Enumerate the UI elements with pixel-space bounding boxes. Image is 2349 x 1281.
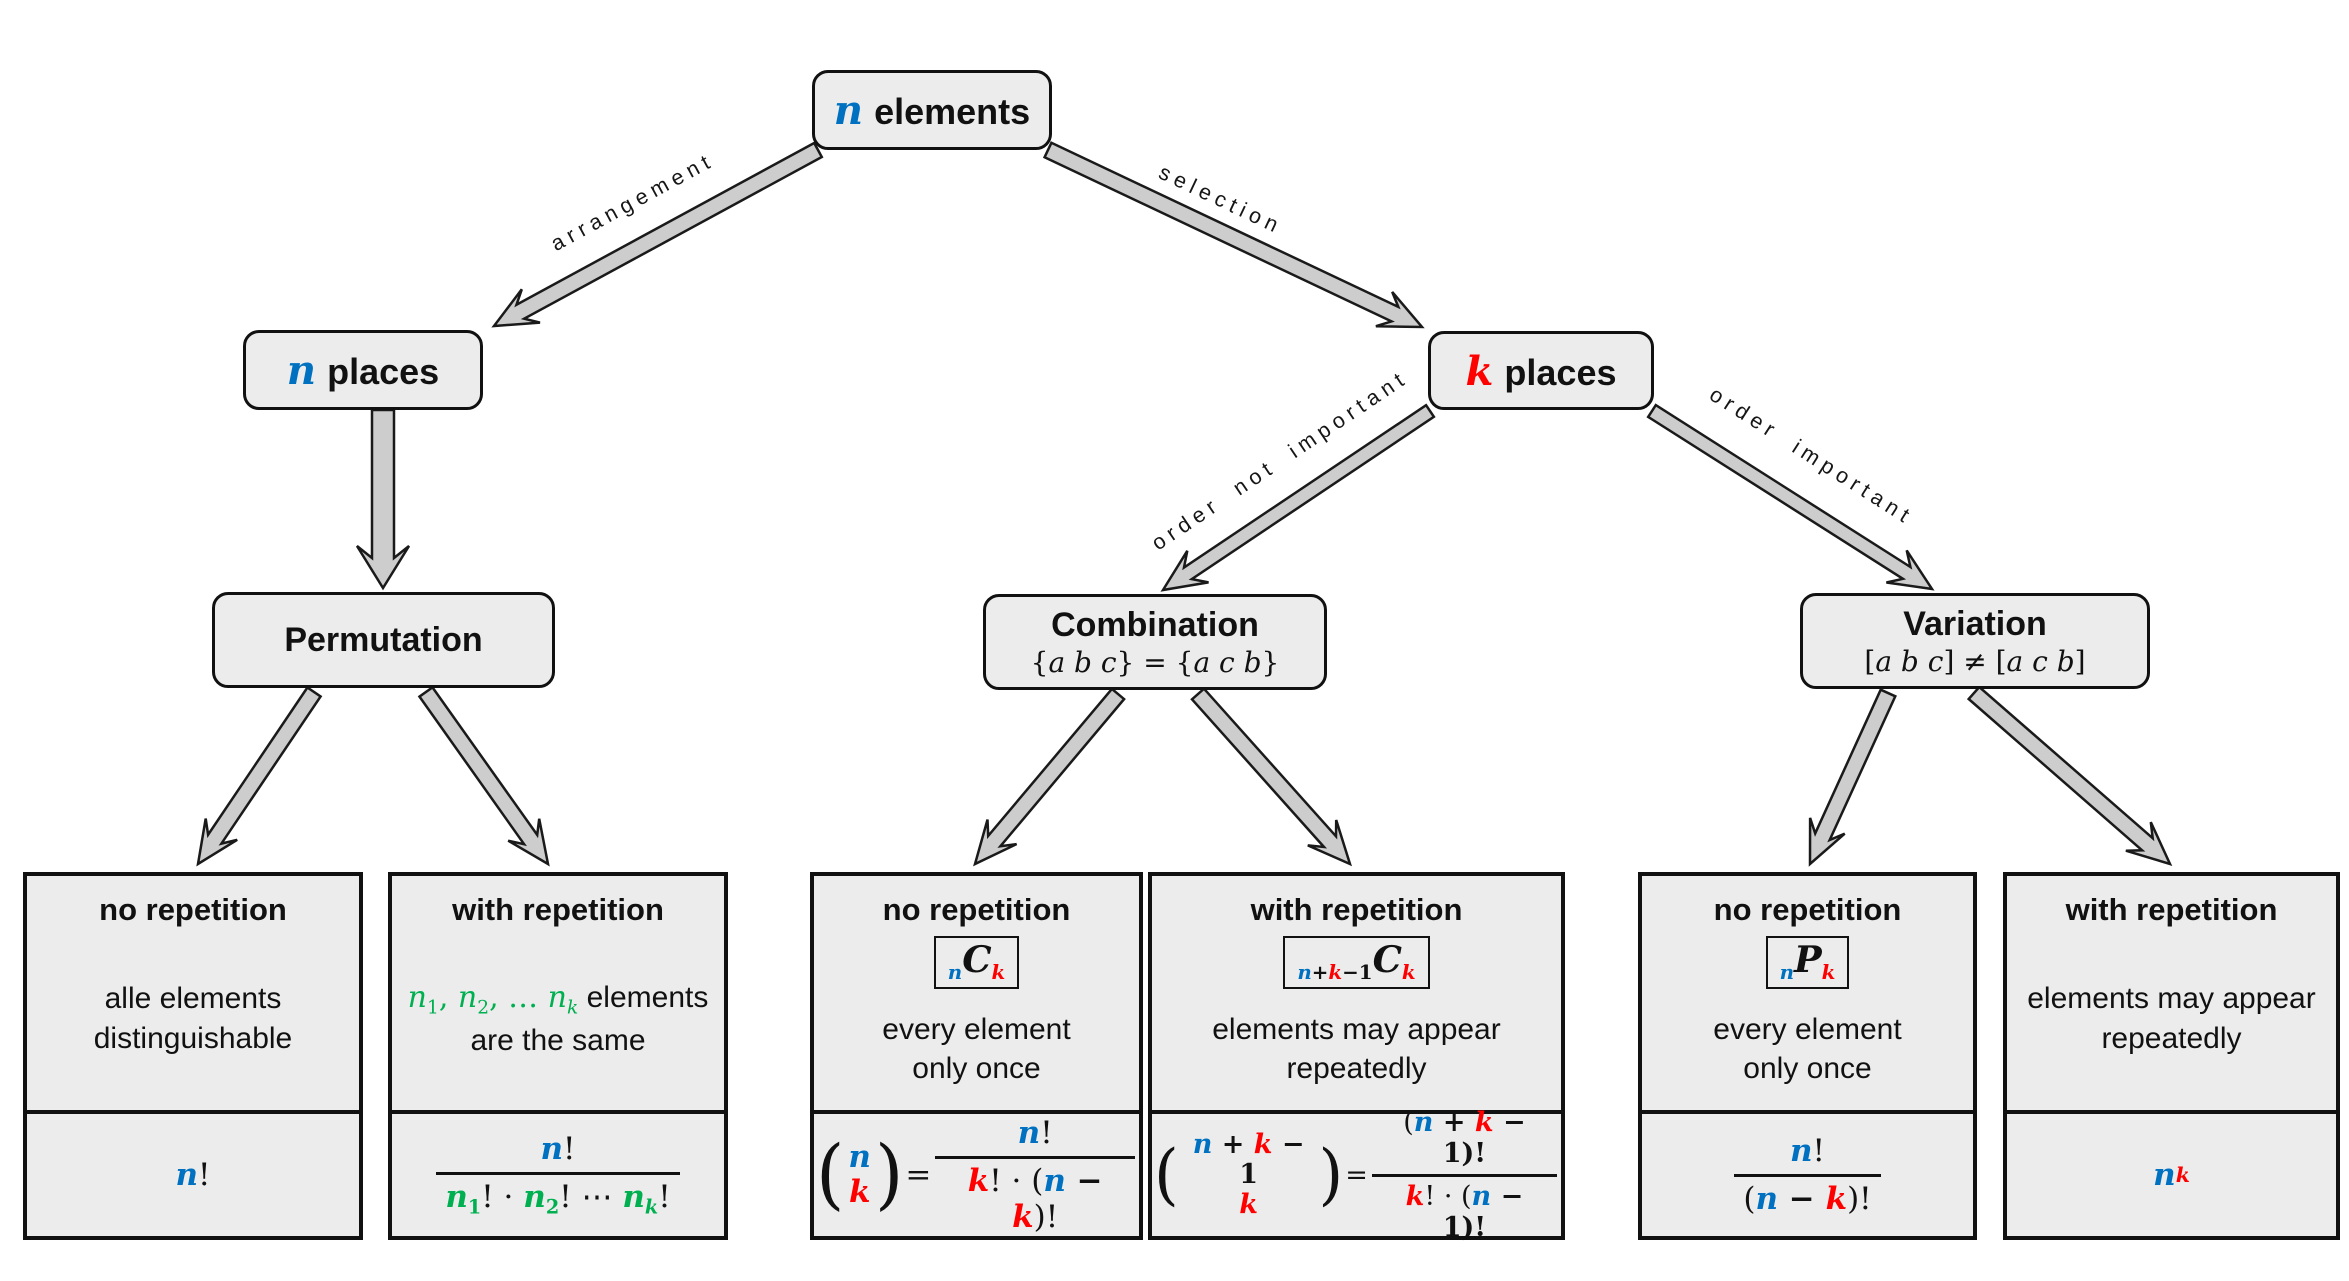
arrow-permutation-to-no-repetition <box>196 685 323 867</box>
node-combination: Combination {a b c} = {a c b} <box>983 594 1327 690</box>
leaf-title: no repetition <box>882 892 1071 927</box>
node-label-text: elements <box>874 91 1031 132</box>
node-permutation-title: Permutation <box>284 620 483 659</box>
arrow-combination-to-no-repetition <box>973 687 1126 867</box>
leaf-symbol-badge: nPk <box>1765 936 1850 989</box>
variable-k: k <box>1465 346 1494 395</box>
node-variation-title: Variation <box>1903 604 2047 643</box>
node-variation: Variation [a b c] ≠ [a c b] <box>1800 593 2150 689</box>
leaf-formula: n!(n − k)! <box>1642 1110 1973 1236</box>
arrow-variation-to-with-repetition <box>1966 685 2173 866</box>
arrow-variation-to-no-repetition <box>1808 688 1897 867</box>
leaf-title: with repetition <box>452 892 664 927</box>
variable-n: n <box>286 346 317 394</box>
arrow-k-places-to-combination <box>1160 403 1436 592</box>
leaf-title: no repetition <box>1713 892 1902 927</box>
leaf-title: with repetition <box>2065 892 2278 927</box>
arrow-permutation-to-with-repetition <box>417 685 550 867</box>
leaf-combination-with-repetition: with repetition n+k−1Ck elements may app… <box>1148 872 1565 1243</box>
arrow-combination-to-with-repetition <box>1190 686 1353 867</box>
arrow-k-places-to-variation <box>1646 403 1935 591</box>
node-label-text: places <box>327 351 440 392</box>
leaf-formula: n!n1! · n2! ⋯ nk! <box>392 1110 724 1236</box>
node-variation-subtitle: [a b c] ≠ [a c b] <box>1864 644 2086 678</box>
node-label-text: places <box>1504 351 1617 393</box>
leaf-symbol-badge: nCk <box>933 936 1020 989</box>
node-permutation: Permutation <box>212 592 555 688</box>
variable-n: n <box>833 86 864 134</box>
leaf-formula: n! <box>27 1110 359 1236</box>
leaf-title: with repetition <box>1250 892 1463 927</box>
leaf-title: no repetition <box>99 892 287 927</box>
arrow-n-places-to-permutation <box>355 408 411 591</box>
node-combination-title: Combination <box>1051 605 1259 644</box>
edge-label-arrangement: arrangement <box>547 148 719 256</box>
edge-label-order-not-important: order not important <box>1147 365 1413 555</box>
arrow-root-to-n-places <box>491 141 824 328</box>
node-combination-subtitle: {a b c} = {a c b} <box>1030 645 1280 679</box>
leaf-symbol-badge: n+k−1Ck <box>1283 936 1430 989</box>
arrow-root-to-k-places <box>1042 141 1425 329</box>
